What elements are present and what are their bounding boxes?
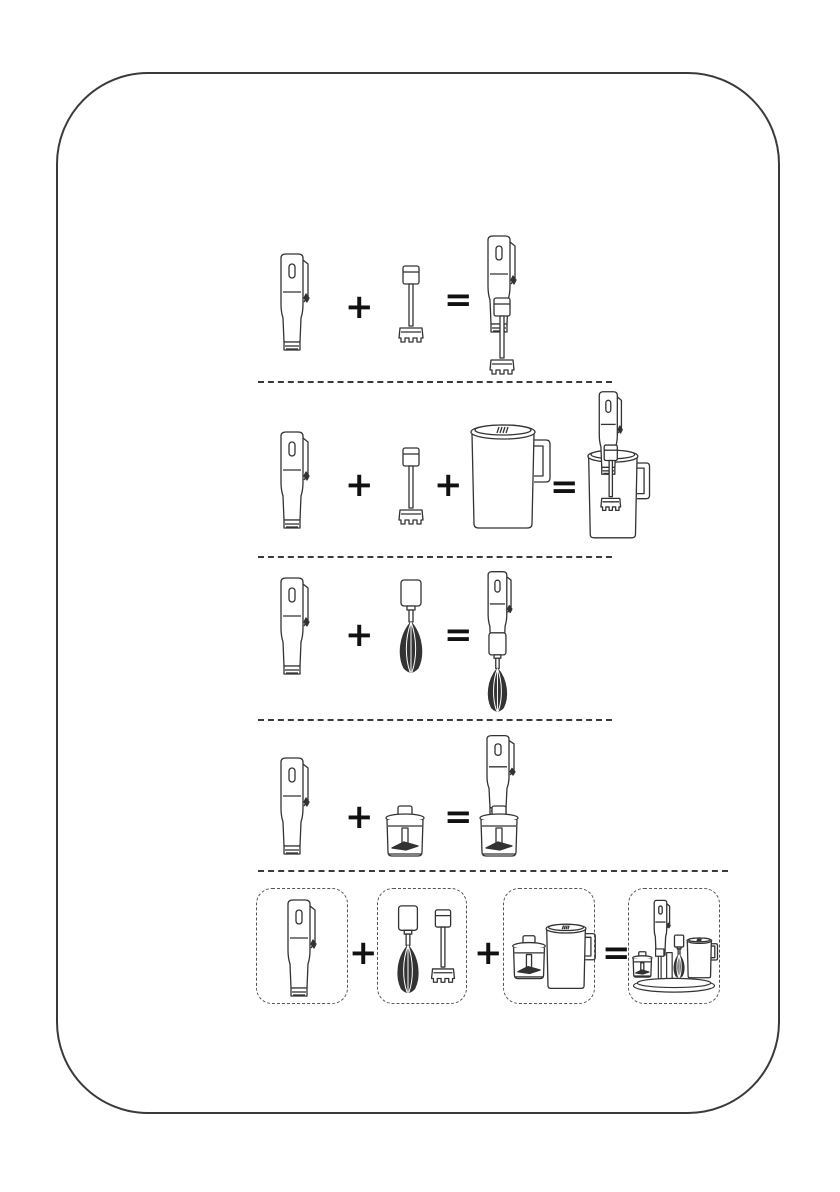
plus-sign: +	[345, 618, 374, 652]
motor-unit-icon	[284, 898, 320, 998]
equals-sign: =	[444, 618, 473, 652]
whisk-attachment-icon	[396, 578, 426, 678]
chopper-bowl-icon	[384, 804, 426, 860]
equals-sign: =	[444, 800, 473, 834]
section-divider	[258, 556, 612, 558]
section-divider	[258, 870, 728, 872]
measuring-beaker-icon	[543, 920, 599, 992]
complete-accessory-set-icon	[628, 896, 720, 1000]
blending-shaft-icon	[428, 908, 458, 988]
plus-sign: +	[474, 936, 503, 970]
section-divider	[258, 719, 612, 721]
chopper-bowl-icon	[511, 934, 547, 982]
plus-sign: +	[349, 936, 378, 970]
motor-unit-icon	[277, 430, 313, 530]
blending-shaft-icon	[396, 446, 426, 530]
motor-unit-icon	[277, 576, 313, 676]
equals-sign: =	[444, 283, 473, 317]
blending-shaft-icon	[396, 264, 426, 348]
equals-sign: =	[550, 470, 579, 504]
plus-sign: +	[345, 800, 374, 834]
assembled-blender-beaker-icon	[584, 390, 654, 542]
assembled-blender-icon	[484, 234, 520, 376]
motor-unit-icon	[277, 252, 313, 352]
section-divider	[258, 381, 612, 383]
plus-sign: +	[434, 468, 463, 502]
whisk-attachment-icon	[393, 904, 423, 998]
measuring-beaker-icon	[466, 420, 556, 532]
assembled-chopper-icon	[478, 734, 524, 860]
assembled-hand-mixer-icon	[482, 570, 518, 716]
plus-sign: +	[345, 468, 374, 502]
plus-sign: +	[345, 290, 374, 324]
motor-unit-icon	[277, 756, 313, 856]
equals-sign: =	[602, 936, 631, 970]
